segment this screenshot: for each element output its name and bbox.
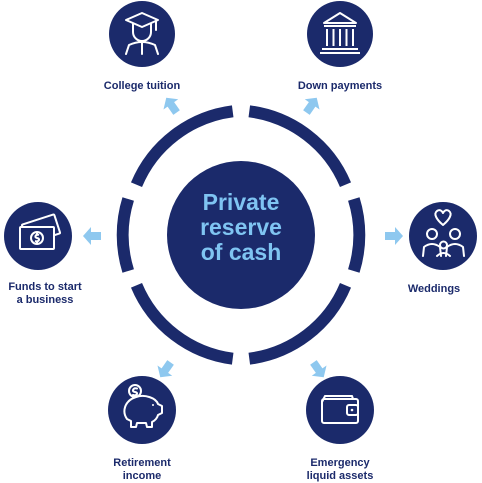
center-circle <box>167 161 315 309</box>
ring-segment <box>116 197 134 273</box>
arrow-college-tuition <box>163 97 180 115</box>
ring-segment <box>130 282 234 365</box>
label-emergency: Emergency liquid assets <box>306 457 374 482</box>
ring-segment <box>248 105 352 188</box>
center-title: Private reserve of cash <box>200 189 282 265</box>
ring-segment <box>348 197 366 273</box>
arrow-weddings <box>385 227 403 245</box>
arrow-business <box>83 227 101 245</box>
label-college-tuition: College tuition <box>103 80 181 92</box>
label-business: Funds to start a business <box>8 281 82 306</box>
node-down-payments <box>307 1 373 67</box>
outer-ring <box>116 105 366 365</box>
family-heart-icon <box>422 209 465 257</box>
label-weddings: Weddings <box>407 283 461 295</box>
label-down-payments: Down payments <box>297 80 383 92</box>
piggy-bank-icon <box>123 384 163 428</box>
ring-segment <box>248 282 352 365</box>
node-weddings <box>409 202 477 270</box>
arrows <box>83 97 403 378</box>
ring-segment <box>130 105 234 188</box>
label-retirement: Retirement income <box>113 457 171 482</box>
wallet-icon <box>321 395 359 424</box>
arrow-retirement <box>157 360 174 378</box>
arrow-emergency <box>310 360 327 378</box>
node-business <box>4 202 72 270</box>
arrow-down-payments <box>303 97 320 115</box>
bank-building-icon <box>320 12 360 54</box>
node-college-tuition <box>109 1 175 67</box>
node-retirement <box>108 376 176 444</box>
node-emergency <box>306 376 374 444</box>
cash-stack-icon <box>19 213 61 250</box>
graduate-icon <box>125 12 159 55</box>
